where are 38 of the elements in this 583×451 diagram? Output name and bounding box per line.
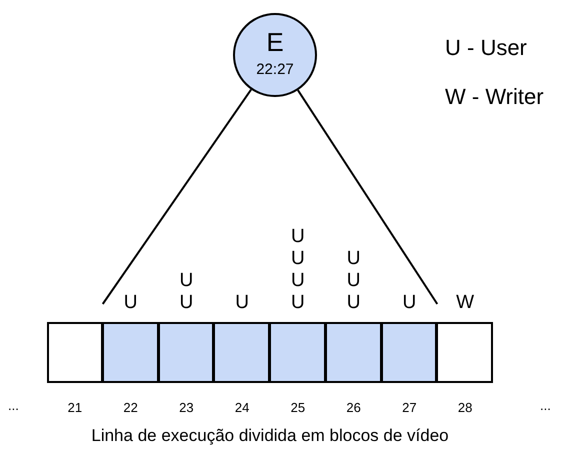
user-mark: W	[455, 292, 476, 314]
legend-text: U - User	[445, 35, 527, 61]
block-number: 24	[234, 400, 250, 415]
user-mark: U	[178, 270, 194, 292]
block-number: 26	[345, 400, 362, 415]
block-number: 21	[66, 400, 84, 415]
node-letter: E	[265, 27, 285, 58]
user-mark: U	[346, 292, 362, 314]
block-number: 23	[178, 400, 195, 415]
video-block	[102, 322, 158, 383]
video-block	[436, 322, 493, 383]
block-number: 25	[290, 400, 306, 415]
block-number: 22	[122, 400, 139, 415]
video-block	[47, 322, 103, 383]
node-range: 22:27	[255, 61, 295, 78]
user-mark: U	[346, 270, 362, 292]
ellipsis: ...	[8, 398, 19, 413]
connector-line	[102, 88, 252, 305]
user-mark: U	[290, 270, 306, 292]
video-block	[269, 322, 326, 383]
user-mark: U	[234, 292, 250, 314]
user-mark: U	[290, 248, 306, 270]
user-mark: U	[402, 292, 418, 314]
block-number: 28	[456, 400, 474, 415]
connector-line	[297, 90, 438, 305]
user-mark: U	[346, 248, 362, 270]
block-number: 27	[401, 400, 418, 415]
user-mark: U	[178, 292, 194, 314]
video-block	[380, 322, 438, 383]
user-mark: U	[290, 226, 306, 248]
video-block	[158, 322, 214, 383]
video-block	[324, 322, 382, 383]
user-mark: U	[290, 292, 306, 314]
video-block	[213, 322, 270, 383]
caption: Linha de execução dividida em blocos de vídeo	[90, 426, 450, 446]
user-mark: U	[122, 292, 138, 314]
ellipsis: ...	[540, 398, 551, 413]
legend-text: W - Writer	[445, 84, 544, 110]
